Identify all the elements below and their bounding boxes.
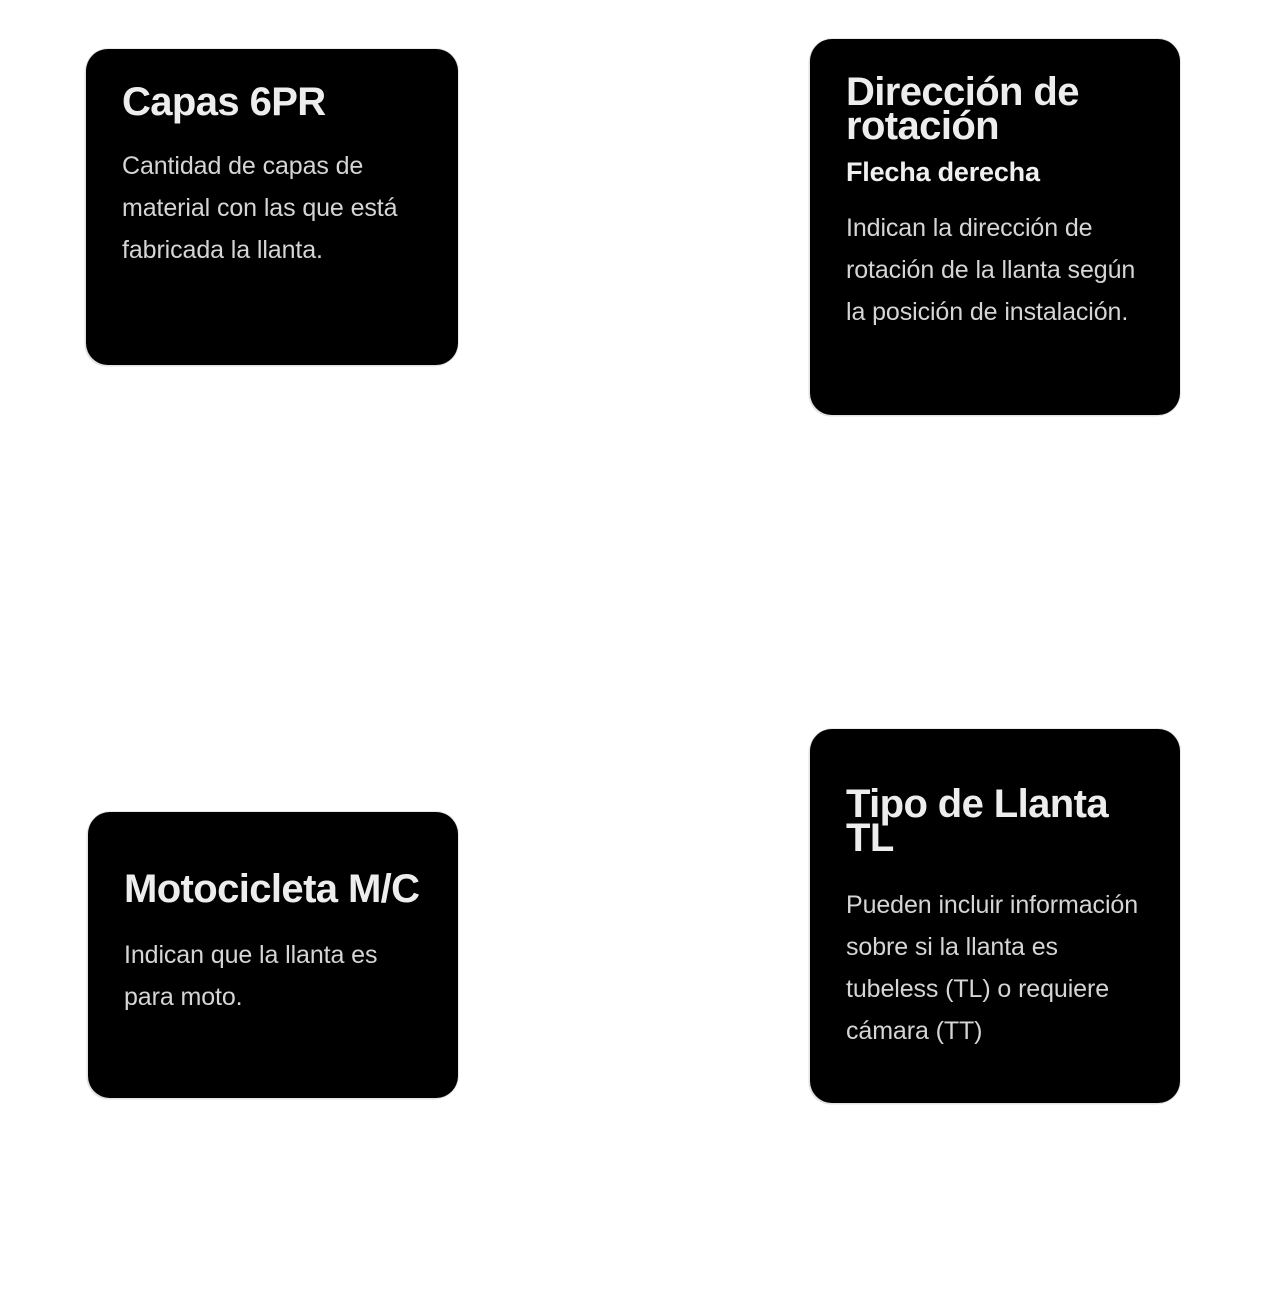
card-body-text: Indican la dirección de rotación de la l… [846,213,1136,326]
card-body-text: Indican que la llanta es para moto. [124,941,378,1012]
info-card-motocicleta: Motocicleta M/C Indican que la llanta es… [88,812,458,1098]
card-title: Capas 6PR [122,80,326,124]
card-subtitle: Flecha derecha [846,156,1040,187]
card-title: Motocicleta M/C [124,867,420,911]
card-body-text: Pueden incluir información sobre si la l… [846,890,1139,1045]
info-card-tipo-de-llanta: Tipo de Llanta TL Pueden incluir informa… [810,729,1180,1103]
info-card-capas: Capas 6PR Cantidad de capas de material … [86,49,458,365]
info-card-direccion-de-rotacion: Dirección de rotación Flecha derecha Ind… [810,39,1180,415]
card-title: Tipo de Llanta TL [846,782,1109,861]
card-title: Dirección de rotación [846,70,1079,149]
card-body-text: Cantidad de capas de material con las qu… [122,152,398,265]
